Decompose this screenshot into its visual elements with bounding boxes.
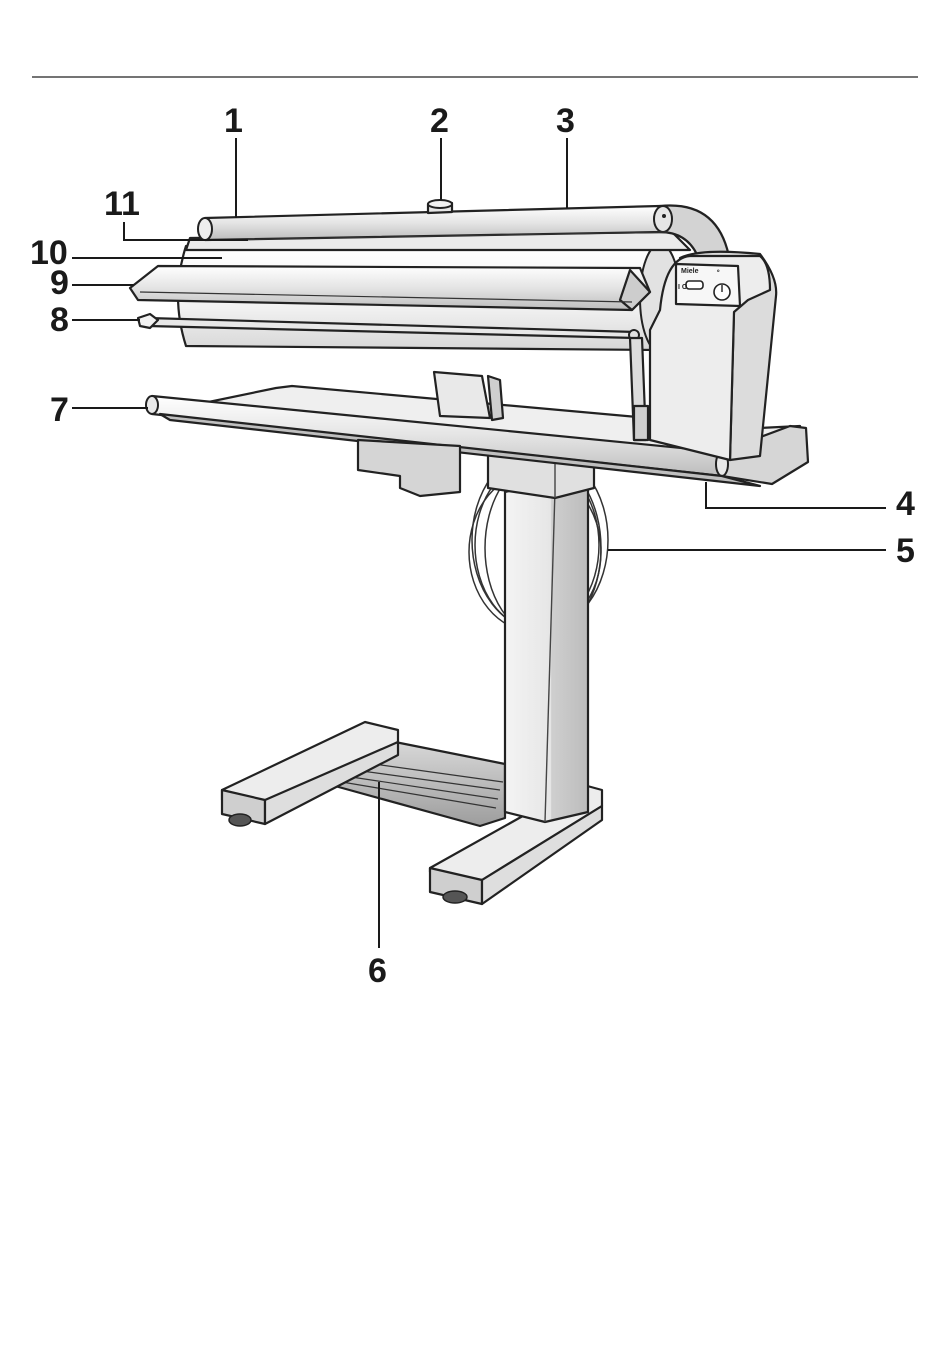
callout-2: 2 (430, 102, 449, 140)
callout-5: 5 (896, 532, 915, 570)
caster-right (443, 891, 467, 903)
brand-logo: Miele (681, 268, 699, 275)
on-off-switch[interactable] (686, 281, 703, 289)
callout-11: 11 (104, 185, 140, 223)
panel-mark: ∘ (716, 268, 720, 275)
leader-4 (706, 482, 886, 508)
callout-9: 9 (50, 264, 69, 302)
callout-4: 4 (896, 485, 915, 523)
gear-housing (358, 440, 460, 496)
callout-7: 7 (50, 391, 69, 429)
switch-mark: I O (678, 284, 688, 291)
callout-6: 6 (368, 952, 387, 990)
stand (222, 442, 608, 904)
callout-1: 1 (224, 102, 243, 140)
callout-3: 3 (556, 102, 575, 140)
callout-8: 8 (50, 301, 69, 339)
control-housing: Miele ∘ I O (650, 252, 776, 460)
caster-left (229, 814, 251, 826)
